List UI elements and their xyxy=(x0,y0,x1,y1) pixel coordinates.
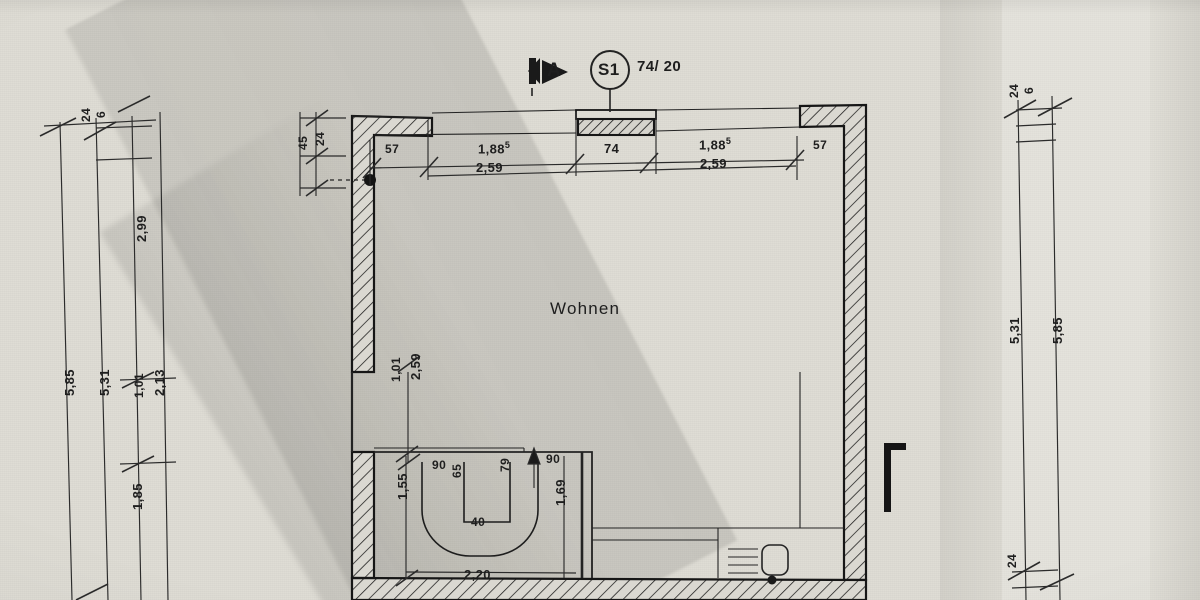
section-tag-s1: S1 xyxy=(598,60,620,80)
top-shadow xyxy=(0,0,1200,14)
dimension-ladder-right xyxy=(1003,95,1075,600)
section-marker-s1 xyxy=(590,50,630,112)
dim-90-a: 90 xyxy=(432,458,446,472)
dim-90-b: 90 xyxy=(546,452,560,466)
kitchen-counter xyxy=(591,372,844,578)
section-value: 74/ 20 xyxy=(637,58,681,75)
dim-57-right: 57 xyxy=(813,138,827,152)
bathtub-fixture xyxy=(421,462,539,557)
shadow-band-right xyxy=(1150,0,1200,600)
dimension-chain-top-lower xyxy=(427,165,797,177)
dimension-left-mid xyxy=(397,355,421,471)
dim-259-right: 2,59 xyxy=(700,156,727,171)
wall-left-lower xyxy=(350,372,376,580)
dimension-upper-left xyxy=(299,109,346,197)
shadow-band-left xyxy=(940,0,1002,600)
wall-bracket xyxy=(884,443,906,512)
light-band xyxy=(1002,0,1150,600)
dim-40: 40 xyxy=(471,515,485,529)
dim-74: 74 xyxy=(604,141,619,156)
dim-57-left: 57 xyxy=(385,142,399,156)
dim-220: 2,20 xyxy=(464,567,491,582)
wall-bottom xyxy=(350,576,868,600)
room-label-wohnen: Wohnen xyxy=(550,299,620,319)
section-arrow-a xyxy=(528,58,568,96)
dim-259-left: 2,59 xyxy=(476,160,503,175)
dim-188-right: 1,885 xyxy=(699,136,731,152)
dimension-ladder-left xyxy=(39,95,177,600)
dimension-extension-lines-top xyxy=(427,112,657,180)
bathroom-enclosure xyxy=(374,447,593,578)
dim-188-left: 1,885 xyxy=(478,140,510,156)
section-arrow-label-a: A xyxy=(547,60,561,82)
dimension-chain-top-upper xyxy=(362,136,805,186)
dimension-bath xyxy=(395,445,577,587)
cooktop-icon xyxy=(728,544,789,585)
